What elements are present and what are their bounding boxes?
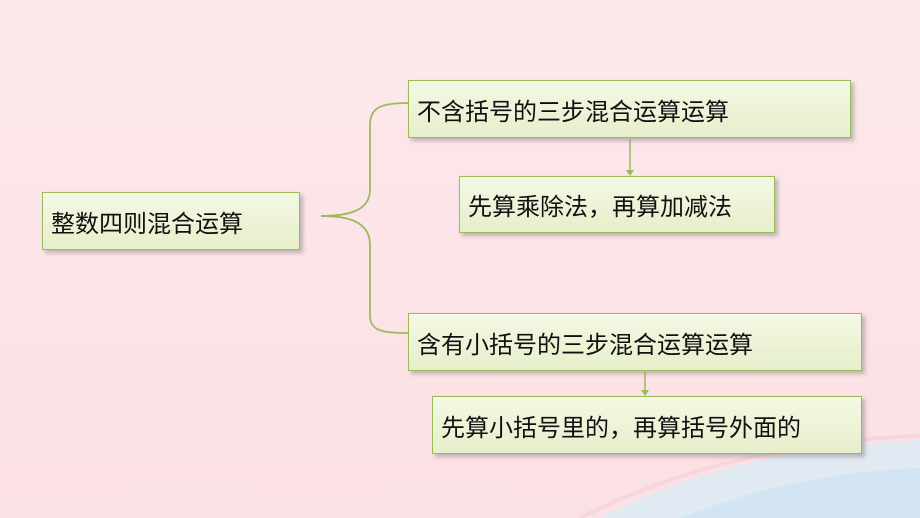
branch-1-question-box: 不含括号的三步混合运算运算	[408, 80, 851, 138]
branch-2-answer-label: 先算小括号里的，再算括号外面的	[441, 413, 801, 442]
arrowhead-q2	[641, 390, 649, 396]
branch-1-question-label: 不含括号的三步混合运算运算	[417, 97, 729, 126]
arrowhead-q1	[626, 170, 634, 176]
root-node-box: 整数四则混合运算	[42, 192, 300, 250]
branch-1-answer-label: 先算乘除法，再算加减法	[468, 193, 732, 221]
branch-2-answer-box: 先算小括号里的，再算括号外面的	[432, 396, 862, 454]
branch-2-question-label: 含有小括号的三步混合运算运算	[417, 330, 753, 359]
branch-2-question-box: 含有小括号的三步混合运算运算	[408, 313, 862, 371]
branch-1-answer-box: 先算乘除法，再算加减法	[459, 176, 775, 233]
brace-connector	[320, 102, 409, 217]
brace-connector-lower	[320, 215, 409, 334]
root-node-label: 整数四则混合运算	[51, 209, 243, 238]
